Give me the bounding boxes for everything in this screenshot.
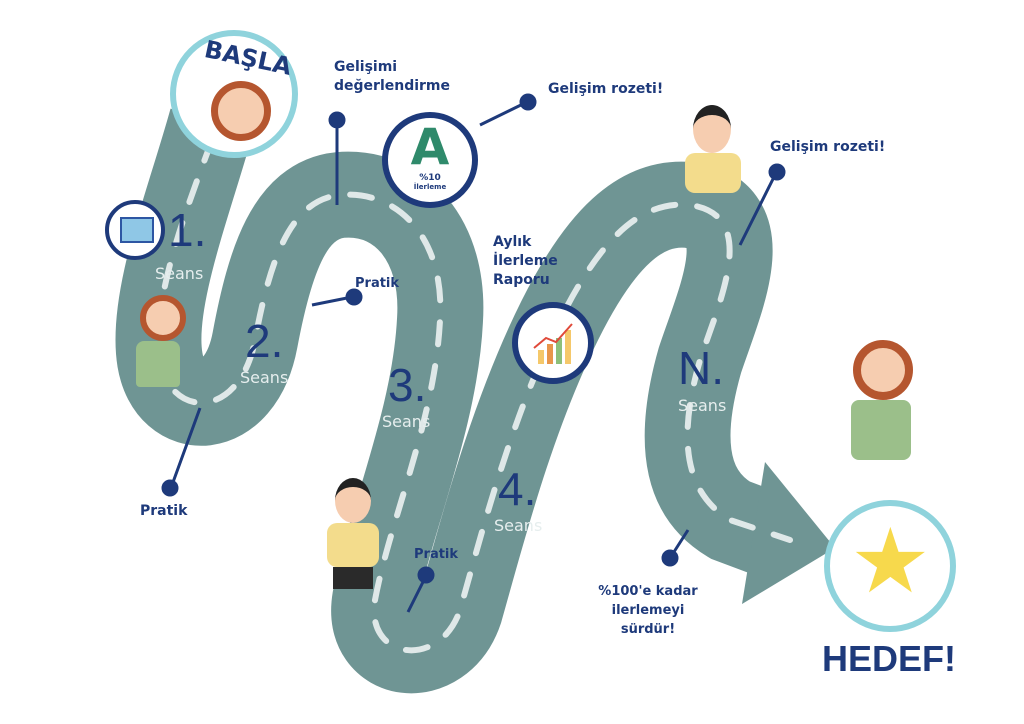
practice-label-3: Pratik xyxy=(414,547,459,562)
practice-label-1: Pratik xyxy=(355,276,400,291)
session-3-label: Seans xyxy=(382,412,431,431)
session-2-number: 2. xyxy=(245,315,284,367)
girl-jumping-figure xyxy=(845,340,925,490)
session-4-number: 4. xyxy=(498,463,537,515)
report-chart-icon xyxy=(512,302,594,384)
continue-label: %100'e kadar ilerlemeyi sürdür! xyxy=(598,584,698,637)
session-n-label: Seans xyxy=(678,396,727,415)
boy-standing-figure xyxy=(325,478,385,613)
practice-label-2: Pratik xyxy=(140,503,188,519)
session-screen-icon xyxy=(105,200,165,260)
session-1-number: 1. xyxy=(168,204,207,256)
badge-text: İlerleme xyxy=(413,183,447,191)
girl-avatar xyxy=(211,81,271,141)
badge-circle: A %10 İlerleme xyxy=(382,112,478,208)
badge-percent: %10 xyxy=(419,173,441,183)
session-2-label: Seans xyxy=(240,368,289,387)
session-3-number: 3. xyxy=(388,359,427,411)
goal-label: HEDEF! xyxy=(822,638,956,679)
boy-sitting-figure xyxy=(685,105,745,205)
road-arrowhead xyxy=(742,462,835,604)
star-icon: ★ xyxy=(850,509,931,614)
girl-running-figure xyxy=(130,295,190,405)
session-1-label: Seans xyxy=(155,264,204,283)
evaluate-label: Gelişimi değerlendirme xyxy=(334,59,451,94)
goal-star-circle: ★ xyxy=(824,500,956,632)
badge-label-1: Gelişim rozeti! xyxy=(548,81,664,97)
badge-letter: A xyxy=(410,118,450,176)
session-4-label: Seans xyxy=(494,516,543,535)
session-n-number: N. xyxy=(678,342,724,394)
report-label: Aylık İlerleme Raporu xyxy=(493,234,558,288)
badge-label-2: Gelişim rozeti! xyxy=(770,139,886,155)
start-circle: BAŞLA xyxy=(170,30,298,158)
